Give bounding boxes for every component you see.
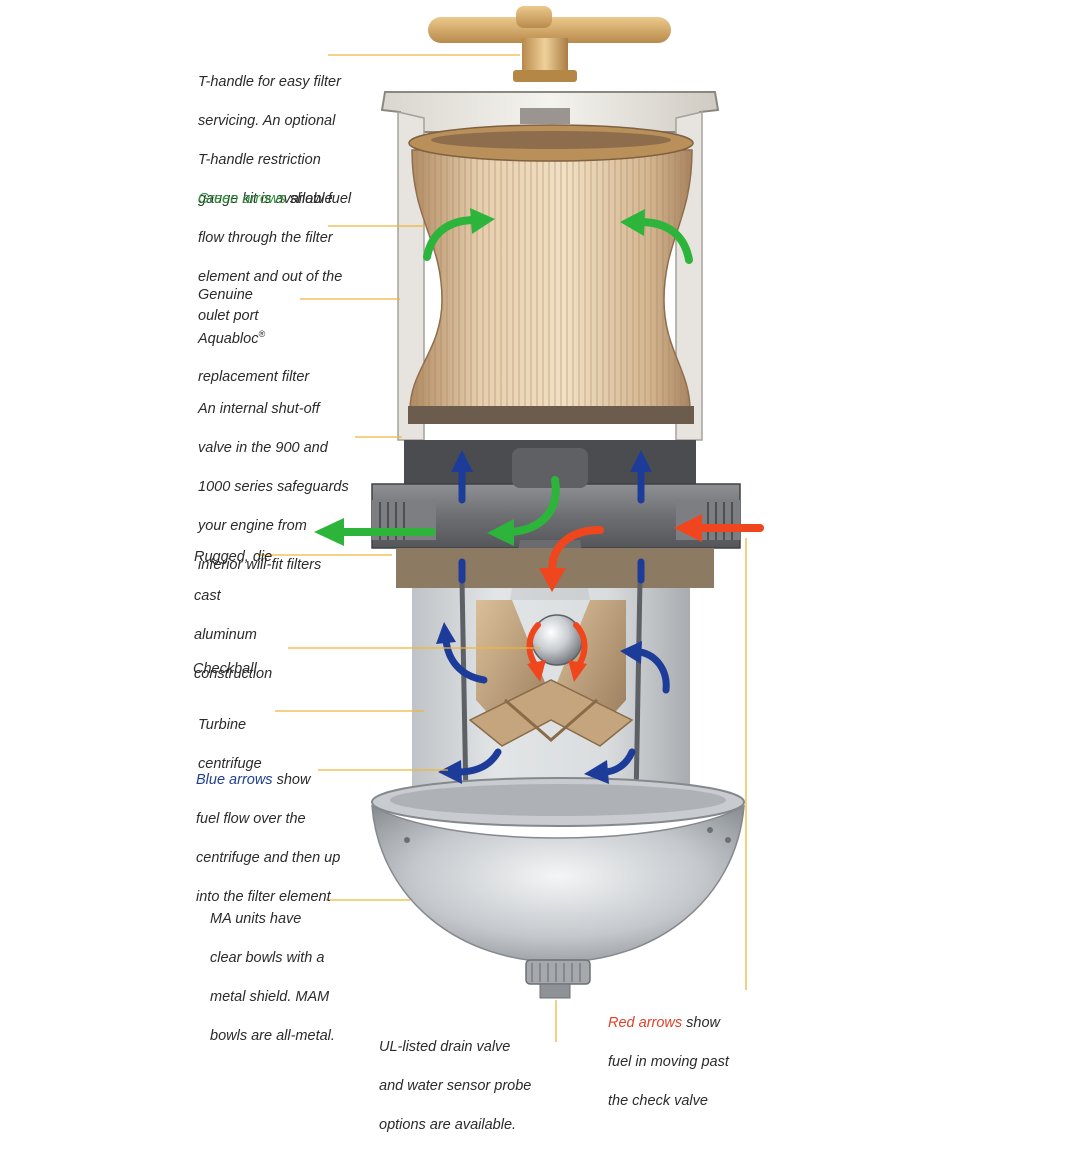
fuel-filter-cutaway-illustration bbox=[258, 6, 764, 1042]
aquabloc-filter-element bbox=[408, 124, 694, 424]
blue-arrow-curve-left-head bbox=[436, 622, 456, 644]
callout-line: into the filter element bbox=[196, 888, 331, 905]
callout-line: your engine from bbox=[198, 517, 307, 534]
callout-line: centrifuge and then up bbox=[196, 849, 341, 866]
housing-lid bbox=[380, 91, 720, 441]
callout-line: element and out of the bbox=[198, 268, 343, 285]
callout-line: Rugged, die bbox=[194, 548, 273, 565]
callout-line: bowls are all-metal. bbox=[210, 1027, 335, 1044]
green-flow-arrows bbox=[314, 208, 693, 546]
callout-line: and water sensor probe bbox=[379, 1077, 532, 1094]
callout-line: Green arrows show fuel bbox=[198, 190, 351, 210]
callout-line: T-handle for easy filter bbox=[198, 73, 341, 90]
green-arrow-center-down bbox=[506, 476, 560, 536]
red-arrow-around-ball-left-head bbox=[527, 660, 546, 682]
blue-arrow-bottom-right-head bbox=[584, 760, 609, 784]
red-arrows-highlight: Red arrows bbox=[608, 1014, 683, 1031]
callout-line: Red arrows show bbox=[608, 1014, 729, 1034]
blue-arrow-up-left-head bbox=[451, 450, 473, 472]
green-arrow-left-filter bbox=[423, 216, 479, 261]
blue-arrow-curve-left bbox=[442, 636, 488, 684]
callout-line: the check valve bbox=[608, 1092, 708, 1109]
callout-line: An internal shut-off bbox=[198, 400, 320, 417]
callout-t-handle: T-handle for easy filter servicing. An o… bbox=[198, 53, 341, 229]
callout-line: centrifuge bbox=[198, 755, 262, 772]
blue-arrow-up-right-head bbox=[630, 450, 652, 472]
callout-bowls: MA units have clear bowls with a metal s… bbox=[210, 890, 335, 1066]
callout-line-rest: show bbox=[272, 771, 311, 788]
red-arrow-inlet-head bbox=[674, 514, 702, 542]
turbine-centrifuge bbox=[468, 600, 634, 747]
callout-line: valve in the 900 and bbox=[198, 439, 328, 456]
blue-flow-arrows bbox=[436, 450, 670, 784]
callout-line: inferior will-fit filters bbox=[198, 556, 322, 573]
callout-line: servicing. An optional bbox=[198, 112, 336, 129]
callout-line-rest: show fuel bbox=[285, 190, 352, 207]
callout-shutoff-valve: An internal shut-off valve in the 900 an… bbox=[198, 380, 349, 595]
callout-blue-arrows: Blue arrows show fuel flow over the cent… bbox=[196, 751, 340, 927]
green-arrow-left-filter-head bbox=[470, 208, 495, 234]
callout-aquabloc: Genuine Aquabloc® replacement filter bbox=[198, 266, 309, 407]
callout-line: Aquabloc® bbox=[198, 325, 309, 349]
green-arrow-center-down-head bbox=[487, 519, 514, 546]
t-handle bbox=[428, 6, 671, 82]
red-arrow-around-ball-right-head bbox=[568, 660, 587, 682]
blue-arrows-highlight: Blue arrows bbox=[196, 771, 273, 788]
callout-drain-valve: UL-listed drain valve and water sensor p… bbox=[379, 1018, 531, 1155]
blue-arrow-curve-right-head bbox=[620, 641, 642, 664]
callout-line: fuel flow over the bbox=[196, 810, 306, 827]
callout-line: Turbine bbox=[198, 716, 247, 733]
callout-line: replacement filter bbox=[198, 369, 310, 386]
callout-checkball: Checkball bbox=[193, 640, 257, 699]
blue-arrow-curve-right bbox=[636, 648, 670, 694]
blue-arrow-bottom-left bbox=[454, 748, 502, 776]
callout-line: UL-listed drain valve bbox=[379, 1038, 511, 1055]
green-arrow-right-filter-head bbox=[620, 209, 645, 236]
callout-die-cast: Rugged, die cast aluminum construction bbox=[194, 528, 272, 704]
callout-line: fuel in moving past bbox=[608, 1053, 729, 1070]
callout-line-rest: show bbox=[682, 1014, 721, 1031]
callout-line: construction bbox=[194, 665, 273, 682]
red-flow-arrows bbox=[526, 514, 764, 682]
callout-line: oulet port bbox=[198, 307, 259, 324]
callout-line: gauge kit is available bbox=[198, 190, 333, 207]
red-arrow-into-valve-head bbox=[539, 568, 566, 592]
green-arrows-highlight: Green arrows bbox=[198, 190, 286, 207]
callout-line: T-handle restriction bbox=[198, 151, 321, 168]
callout-line: options are available. bbox=[379, 1116, 517, 1133]
callout-line: cast bbox=[194, 587, 221, 604]
callout-line: flow through the filter bbox=[198, 229, 333, 246]
callout-line: Genuine bbox=[198, 286, 253, 303]
callout-green-arrows: Green arrows show fuel flow through the … bbox=[198, 170, 351, 346]
callout-line: Checkball bbox=[193, 660, 257, 677]
callout-line: MA units have bbox=[210, 910, 302, 927]
callout-red-arrows: Red arrows show fuel in moving past the … bbox=[608, 994, 729, 1131]
callout-line: clear bowls with a bbox=[210, 949, 325, 966]
leader-lines bbox=[258, 54, 747, 1042]
metal-shield bbox=[371, 777, 745, 963]
blue-arrow-bottom-left-head bbox=[438, 760, 462, 784]
green-arrow-outlet-head bbox=[314, 518, 344, 546]
registered-mark: ® bbox=[258, 328, 266, 339]
drain-valve bbox=[525, 959, 591, 999]
green-arrow-right-filter bbox=[636, 218, 693, 264]
aquabloc-brand: Aquabloc bbox=[198, 330, 259, 347]
callout-line: Blue arrows show bbox=[196, 771, 340, 791]
callout-turbine: Turbine centrifuge bbox=[198, 696, 262, 794]
red-arrow-into-valve bbox=[548, 526, 604, 574]
callout-line: metal shield. MAM bbox=[210, 988, 330, 1005]
callout-line: aluminum bbox=[194, 626, 257, 643]
callout-line: 1000 series safeguards bbox=[198, 478, 349, 495]
